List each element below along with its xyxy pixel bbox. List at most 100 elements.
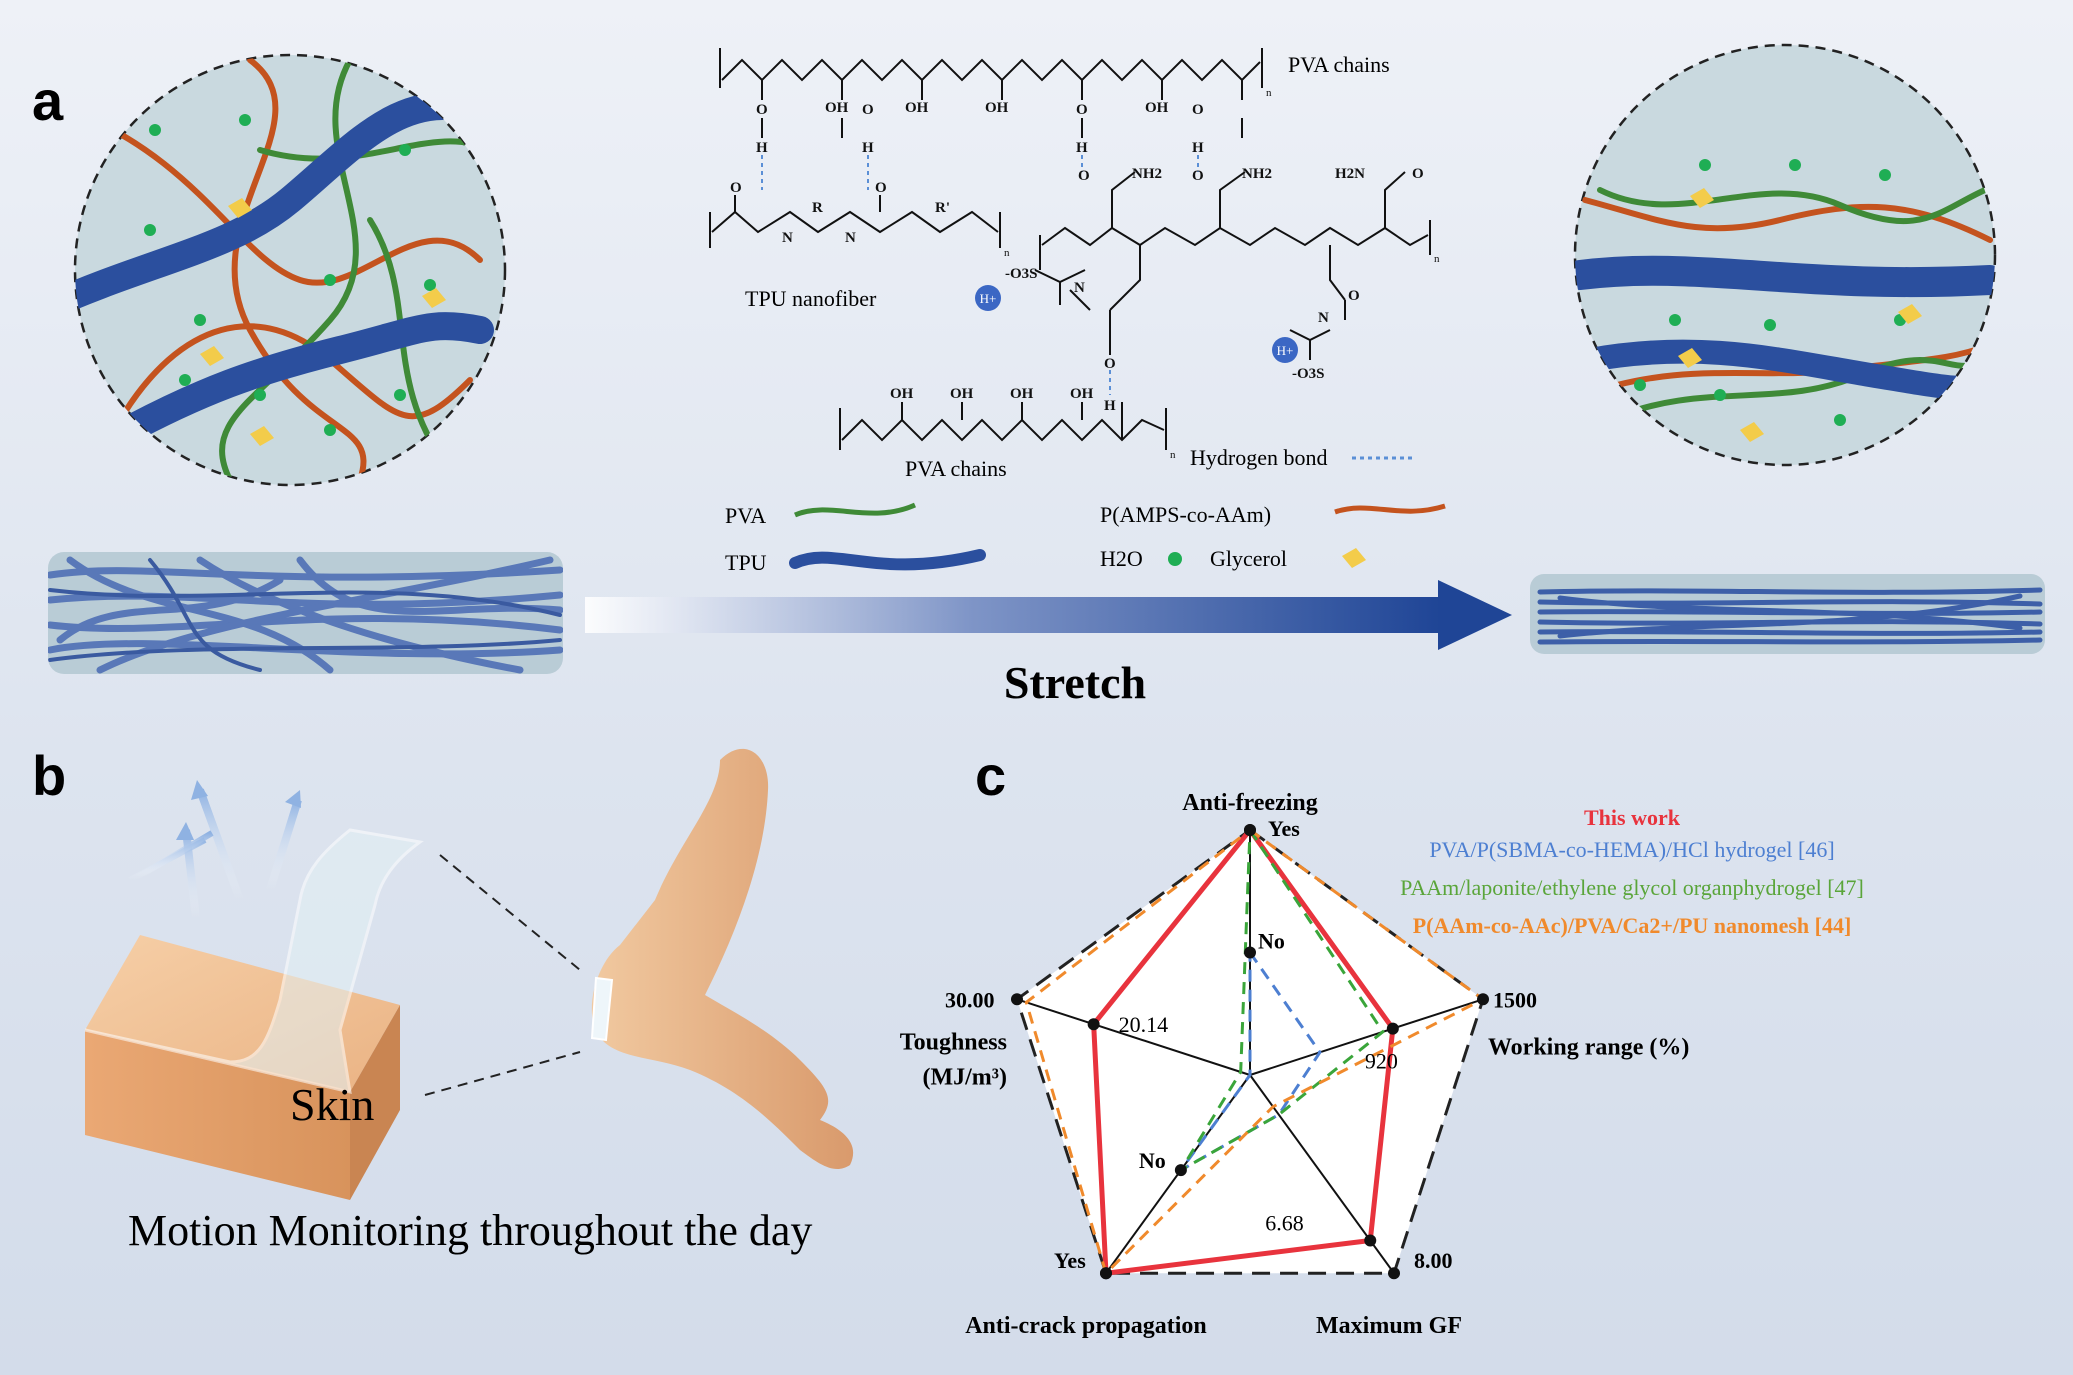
radar-axis-name: Working range (%) xyxy=(1488,1034,1689,1060)
r-label: R xyxy=(812,200,823,216)
radar-this-work-point xyxy=(1364,1234,1377,1247)
radar-series-1 xyxy=(1179,947,1322,1172)
o3s-label: -O3S xyxy=(1005,266,1038,282)
n-label: N xyxy=(845,230,856,246)
tpu-nanofiber-label: TPU nanofiber xyxy=(745,286,877,311)
radar-axis-name: Toughness xyxy=(900,1029,1007,1055)
legend-tpu-swatch xyxy=(789,549,986,571)
subscript-n: n xyxy=(1004,247,1010,259)
panel-label-b: b xyxy=(32,744,66,807)
o3s-label: -O3S xyxy=(1292,366,1325,382)
radar-axis-min-label: No xyxy=(1139,1148,1166,1173)
pva-chains-label-top: PVA chains xyxy=(1288,52,1390,77)
h-label: H xyxy=(1076,140,1088,156)
chem-atom-labels: OH OH OH OH O H O H O H O H O O N R N R'… xyxy=(730,100,1424,414)
legend-series-44: P(AAm-co-AAc)/PVA/Ca2+/PU nanomesh [44] xyxy=(1413,913,1852,938)
o-label: O xyxy=(1104,356,1116,372)
svg-text:H+: H+ xyxy=(1277,343,1294,358)
radar-series-3 xyxy=(1024,828,1486,1277)
skin-block-illustration xyxy=(84,780,424,1200)
radar-this-work-point xyxy=(1099,1267,1112,1280)
oh-label: OH xyxy=(1145,100,1169,116)
o-label: O xyxy=(862,102,874,118)
radar-axis-name: (MJ/m³) xyxy=(922,1064,1007,1090)
legend-pamps-swatch xyxy=(1334,503,1446,515)
radar-this-work-point xyxy=(1386,1022,1399,1035)
zoom-line-top xyxy=(439,854,581,971)
nh2-label: NH2 xyxy=(1132,166,1162,182)
o-label: O xyxy=(875,180,887,196)
h-label: H xyxy=(1104,398,1116,414)
legend-pva-swatch xyxy=(794,502,917,518)
radar-min-point xyxy=(1174,1164,1187,1177)
panel-label-c: c xyxy=(975,744,1006,807)
stretch-arrow xyxy=(585,580,1512,650)
radar-axis xyxy=(1016,998,1251,1076)
radar-this-work-value: 920 xyxy=(1365,1049,1398,1074)
legend-series-47: PAAm/laponite/ethylene glycol organphydr… xyxy=(1400,875,1864,900)
radar-axis-name: Maximum GF xyxy=(1316,1313,1462,1339)
svg-text:H+: H+ xyxy=(980,291,997,306)
leg-illustration xyxy=(590,748,854,1170)
radar-this-work-point xyxy=(1087,1018,1100,1031)
left-network-circle xyxy=(73,53,507,487)
o-label: O xyxy=(1192,168,1204,184)
oh-label: OH xyxy=(985,100,1009,116)
subscript-n: n xyxy=(1434,253,1440,265)
nh2-label: NH2 xyxy=(1242,166,1272,182)
radar-series-0 xyxy=(1091,825,1396,1277)
legend-this-work: This work xyxy=(1584,805,1681,830)
oh-label: OH xyxy=(825,100,849,116)
radar-axis-end-point xyxy=(1477,993,1490,1006)
panel-b-caption: Motion Monitoring throughout the day xyxy=(128,1206,812,1255)
hydrogen-bond-label: Hydrogen bond xyxy=(1190,445,1327,470)
legend-series-46: PVA/P(SBMA-co-HEMA)/HCl hydrogel [46] xyxy=(1429,837,1834,862)
radar-axis-end-point xyxy=(1010,993,1023,1006)
chemical-structure xyxy=(709,48,1431,450)
radar-axis-max-label: 1500 xyxy=(1493,987,1537,1012)
radar-this-work-value: 20.14 xyxy=(1119,1012,1169,1037)
radar-axis-max-label: Yes xyxy=(1268,816,1300,841)
radar-min-point xyxy=(1244,946,1256,959)
oh-label: OH xyxy=(1070,386,1094,402)
pva-chains-label-bottom: PVA chains xyxy=(905,456,1007,481)
radar-axis-name: Anti-crack propagation xyxy=(965,1313,1207,1339)
h-label: H xyxy=(862,140,874,156)
radar-axis xyxy=(1249,998,1484,1076)
h2n-label: H2N xyxy=(1335,166,1365,182)
radar-axis-max-label: 30.00 xyxy=(945,987,995,1012)
o-label: O xyxy=(1078,168,1090,184)
legend-pamps-label: P(AMPS-co-AAm) xyxy=(1100,502,1271,527)
proton-ion: H+ xyxy=(1272,337,1298,363)
subscript-n: n xyxy=(1266,87,1272,99)
stretch-label: Stretch xyxy=(1004,657,1146,708)
radar-axis-end-point xyxy=(1388,1267,1401,1280)
n-label: N xyxy=(1318,310,1329,326)
o-label: O xyxy=(1348,288,1360,304)
h-label: H xyxy=(1192,140,1204,156)
radar-axis-min-label: No xyxy=(1258,929,1285,954)
legend-tpu-label: TPU xyxy=(725,550,767,575)
radar-this-work-value: 6.68 xyxy=(1265,1211,1304,1236)
n-label: N xyxy=(1074,280,1085,296)
n-label: N xyxy=(782,230,793,246)
radar-legend: This work PVA/P(SBMA-co-HEMA)/HCl hydrog… xyxy=(1400,805,1864,938)
r-prime-label: R' xyxy=(935,200,950,216)
oh-label: OH xyxy=(905,100,929,116)
o-label: O xyxy=(756,102,768,118)
right-network-circle xyxy=(1573,43,1997,467)
legend-glycerol-swatch xyxy=(1342,548,1366,568)
radar-axis-max-label: Yes xyxy=(1054,1248,1086,1273)
skin-label: Skin xyxy=(290,1079,374,1130)
legend-glycerol-label: Glycerol xyxy=(1210,546,1287,571)
radar-this-work-point xyxy=(1244,824,1256,836)
radar-axis-name: Anti-freezing xyxy=(1182,790,1318,816)
zoom-line-bottom xyxy=(424,1051,581,1096)
legend-pva-label: PVA xyxy=(725,503,766,528)
oh-label: OH xyxy=(1010,386,1034,402)
proton-ion: H+ xyxy=(975,285,1001,311)
legend-h2o-swatch xyxy=(1168,552,1182,566)
stretched-fiber-mat xyxy=(1530,574,2045,654)
